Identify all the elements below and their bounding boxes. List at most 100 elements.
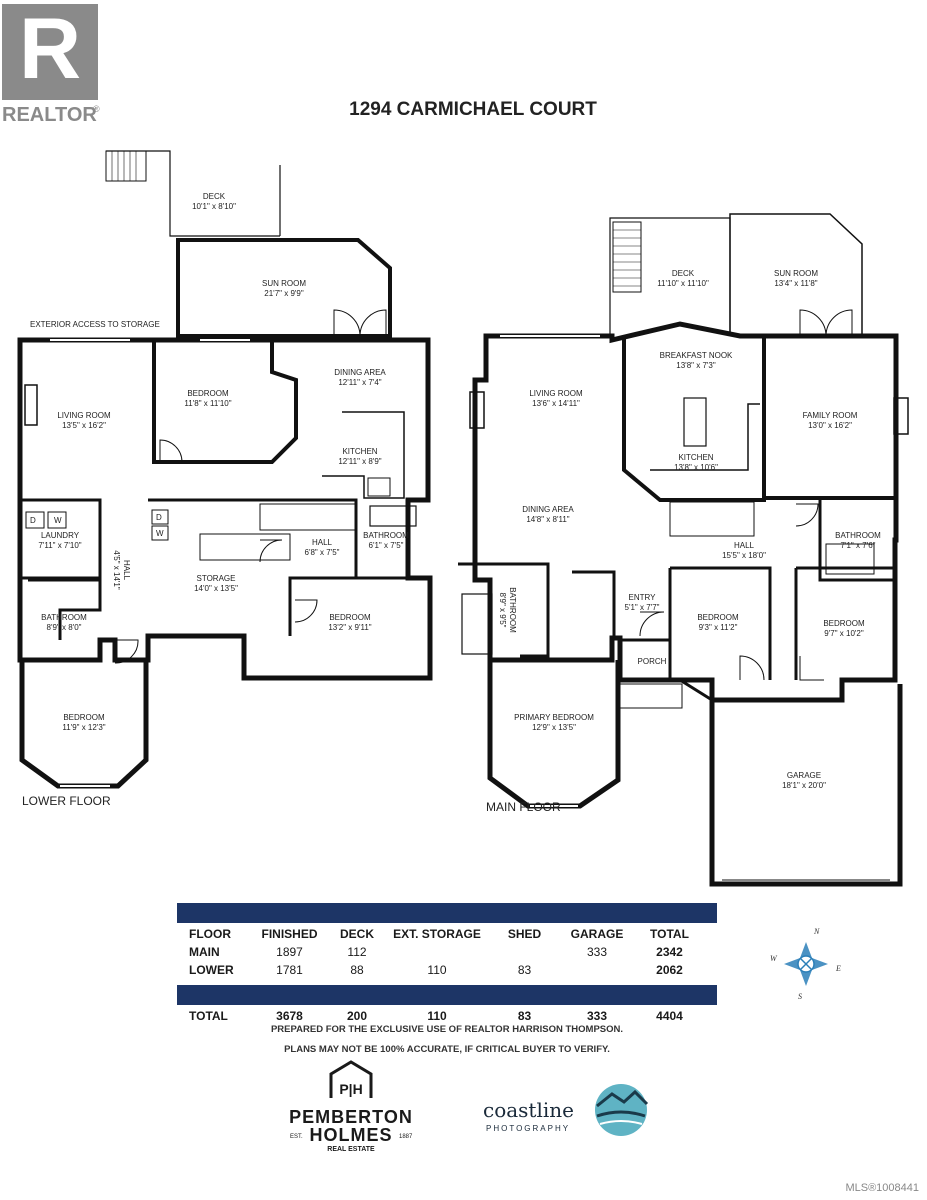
main-room-name: ENTRY	[629, 593, 657, 602]
lower-bedroom-walls	[152, 340, 298, 464]
table-header-cell: GARAGE	[570, 927, 624, 941]
table-cell: 1781	[276, 963, 303, 977]
pemberton-est: EST.	[290, 1134, 303, 1140]
compass-icon: N E S W	[770, 927, 841, 1001]
table-cell: 2062	[656, 963, 683, 977]
lower-appliance-d-label: D	[156, 513, 162, 522]
table-header-cell: EXT. STORAGE	[393, 927, 481, 941]
main-room-dims: 9'7" x 10'2"	[824, 629, 864, 638]
table-total-cell: 200	[346, 1009, 368, 1023]
main-bathroom-label: BATHROOM 8'9" x 9'5"	[498, 587, 517, 633]
main-room-name: BATHROOM	[508, 587, 517, 633]
pemberton-mark: P|H	[339, 1081, 362, 1097]
main-bath-vanity	[825, 543, 875, 575]
table-header-band	[177, 903, 717, 923]
lower-room-name: HALL	[312, 538, 333, 547]
main-room-dims: 5'1" x 7'7"	[625, 603, 660, 612]
lower-hall-label: HALL 4'5" x 14'1"	[112, 550, 131, 590]
lower-room-labels: DECK 10'1" x 8'10" SUN ROOM 21'7" x 9'9"…	[38, 192, 409, 732]
realtor-logo: R REALTOR ®	[0, 0, 110, 126]
lower-room-dims: 7'11" x 7'10"	[38, 541, 81, 550]
pemberton-line1: PEMBERTON	[289, 1107, 413, 1127]
table-cell: 2342	[656, 945, 683, 959]
main-room-name: SUN ROOM	[774, 269, 818, 278]
main-room-dims: 7'1" x 7'6"	[841, 541, 876, 550]
table-total-cell: 333	[586, 1009, 608, 1023]
main-sunroom-door	[799, 309, 827, 337]
pemberton-holmes-logo: P|H PEMBERTON HOLMES EST. 1887 REAL ESTA…	[289, 1060, 413, 1153]
main-kitchen-counter	[650, 403, 760, 471]
table-total-band	[177, 985, 717, 1005]
main-bedroom2-walls	[794, 566, 896, 680]
lower-washer-icon	[47, 511, 67, 529]
table-cell: 333	[586, 945, 608, 959]
lower-stairs-upper	[259, 503, 357, 531]
main-primary-bay	[487, 660, 621, 809]
main-room-name: HALL	[734, 541, 755, 550]
realtor-logo-r: R	[19, 1, 81, 97]
lower-room-name: BEDROOM	[63, 713, 105, 722]
table-cell: 83	[517, 963, 532, 977]
lower-main-walls	[17, 337, 433, 681]
main-room-dims: 13'6" x 14'11"	[532, 399, 580, 408]
table-total-row: TOTAL 3678 200 110 83 333 4404	[177, 1007, 717, 1025]
lower-kitchen-counter	[322, 411, 405, 499]
lower-laundry-walls	[20, 498, 102, 580]
main-fireplace-left	[469, 391, 485, 429]
table-total-cell: 83	[517, 1009, 532, 1023]
lower-room-name: STORAGE	[197, 574, 236, 583]
main-room-dims: 14'8" x 8'11"	[526, 515, 569, 524]
lower-room-name: LAUNDRY	[41, 531, 80, 540]
compass-w: W	[770, 954, 778, 963]
main-room-dims: 11'10" x 11'10"	[657, 279, 709, 288]
table-cell: 1897	[276, 945, 303, 959]
lower-bedroom-door	[159, 439, 183, 463]
main-room-name: BATHROOM	[835, 531, 881, 540]
main-bedroom1-walls	[670, 566, 772, 680]
main-deck-stairs	[612, 221, 642, 293]
main-room-name: BEDROOM	[823, 619, 865, 628]
lower-stove-icon	[367, 477, 391, 497]
lower-room-dims: 6'8" x 7'5"	[305, 548, 340, 557]
lower-room-name: DINING AREA	[334, 368, 386, 377]
main-room-name: DECK	[672, 269, 695, 278]
mls-number: MLS®1008441	[845, 1182, 919, 1194]
main-fireplace-right	[893, 397, 909, 435]
table-cell: 110	[427, 963, 447, 977]
page-title: 1294 CARMICHAEL COURT	[349, 99, 597, 120]
table-total-cell: TOTAL	[189, 1009, 228, 1023]
lower-floor-plan	[17, 150, 433, 789]
lower-room-dims: 11'8" x 11'10"	[184, 399, 231, 408]
lower-room-name: BATHROOM	[363, 531, 409, 540]
lower-room-dims: 13'5" x 16'2"	[62, 421, 106, 430]
table-cell: 112	[347, 945, 367, 959]
table-row: LOWER 1781 88 110 83 2062	[177, 961, 717, 979]
compass-e: E	[835, 964, 841, 973]
table-total-cell: 110	[427, 1009, 447, 1023]
lower-deck-outline	[106, 150, 280, 237]
lower-room-name: BATHROOM	[41, 613, 87, 622]
lower-room-dims: 12'11" x 8'9"	[338, 457, 381, 466]
main-porch-stairs	[619, 683, 683, 709]
main-deck-outline	[609, 217, 731, 336]
coastline-circle-icon	[595, 1084, 647, 1136]
lower-room-dims: 6'1" x 7'5"	[369, 541, 404, 550]
lower-floor-label: LOWER FLOOR	[22, 794, 111, 808]
area-summary-table: FLOOR FINISHED DECK EXT. STORAGE SHED GA…	[177, 903, 717, 1025]
main-kitchen-walls	[622, 336, 766, 502]
lower-room-dims: 21'7" x 9'9"	[264, 289, 304, 298]
main-room-dims: 8'9" x 9'5"	[498, 593, 507, 628]
main-floor-plan	[458, 213, 909, 887]
main-room-dims: 18'1" x 20'0"	[782, 781, 826, 790]
lower-room-name: SUN ROOM	[262, 279, 306, 288]
table-cell	[487, 943, 562, 961]
table-cell	[387, 943, 487, 961]
main-room-dims: 13'8" x 7'3"	[676, 361, 716, 370]
realtor-label: REALTOR	[2, 104, 97, 125]
main-room-dims: 9'3" x 11'2"	[699, 623, 738, 632]
main-bathroom-walls	[818, 498, 896, 582]
main-room-dims: 13'0" x 16'2"	[808, 421, 852, 430]
lower-dryer-label: D	[30, 516, 36, 525]
lower-room-name: LIVING ROOM	[57, 411, 111, 420]
